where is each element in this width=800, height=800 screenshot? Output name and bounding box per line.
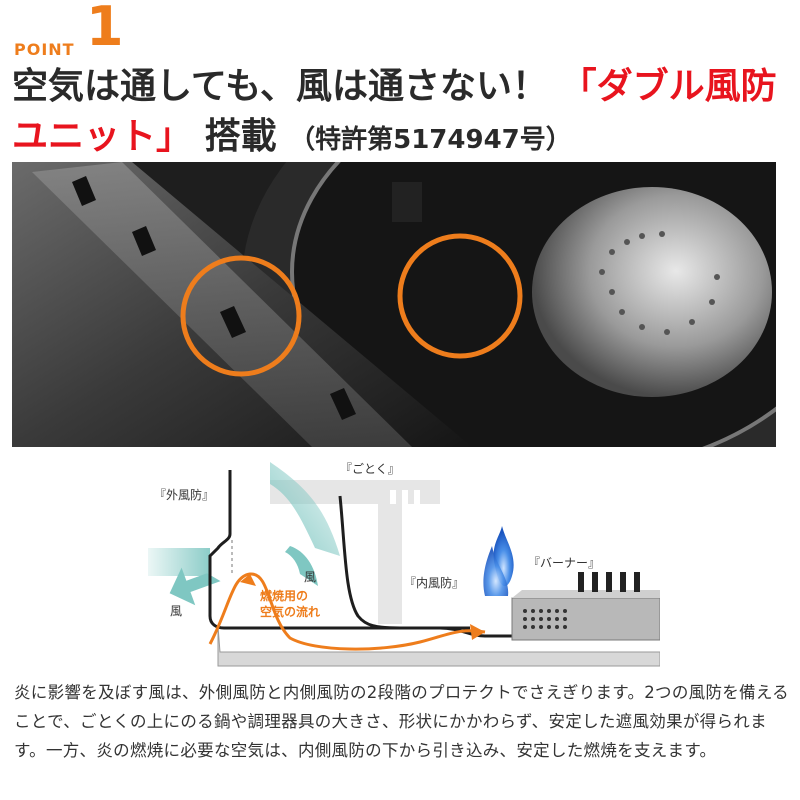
label-wind-left: 風 (170, 604, 183, 618)
description-text: 炎に影響を及ぼす風は、外側風防と内側風防の2段階のプロテクトでさえぎります。2つ… (14, 683, 789, 760)
label-airflow-line2: 空気の流れ (260, 605, 321, 619)
headline-part1: 空気は通しても、風は通さない！ (12, 66, 549, 107)
product-photo (12, 162, 776, 447)
label-inner-windshield: 『内風防』 (404, 576, 465, 590)
label-burner: 『バーナー』 (528, 556, 601, 570)
label-airflow: 燃焼用の 空気の流れ (260, 588, 320, 620)
point-number: 1 (86, 0, 124, 58)
headline-product-name: 「ダブル風防ユニット」 (12, 66, 777, 157)
headline-part3: 搭載 (204, 116, 277, 157)
stove-closeup-image (12, 162, 776, 447)
point-label: POINT (14, 40, 75, 59)
headline: 空気は通しても、風は通さない！ 「ダブル風防ユニット」 搭載 （特許第51749… (12, 62, 792, 165)
windshield-cross-section (148, 462, 661, 667)
headline-patent: （特許第5174947号） (289, 125, 572, 155)
label-wind-right: 風 (304, 570, 317, 584)
label-outer-windshield: 『外風防』 (154, 488, 215, 502)
label-airflow-line1: 燃焼用の (260, 589, 309, 603)
windshield-diagram: 『外風防』 『ごとく』 『内風防』 『バーナー』 風 風 燃焼用の 空気の流れ (140, 456, 661, 668)
label-gotoku: 『ごとく』 (340, 462, 400, 476)
